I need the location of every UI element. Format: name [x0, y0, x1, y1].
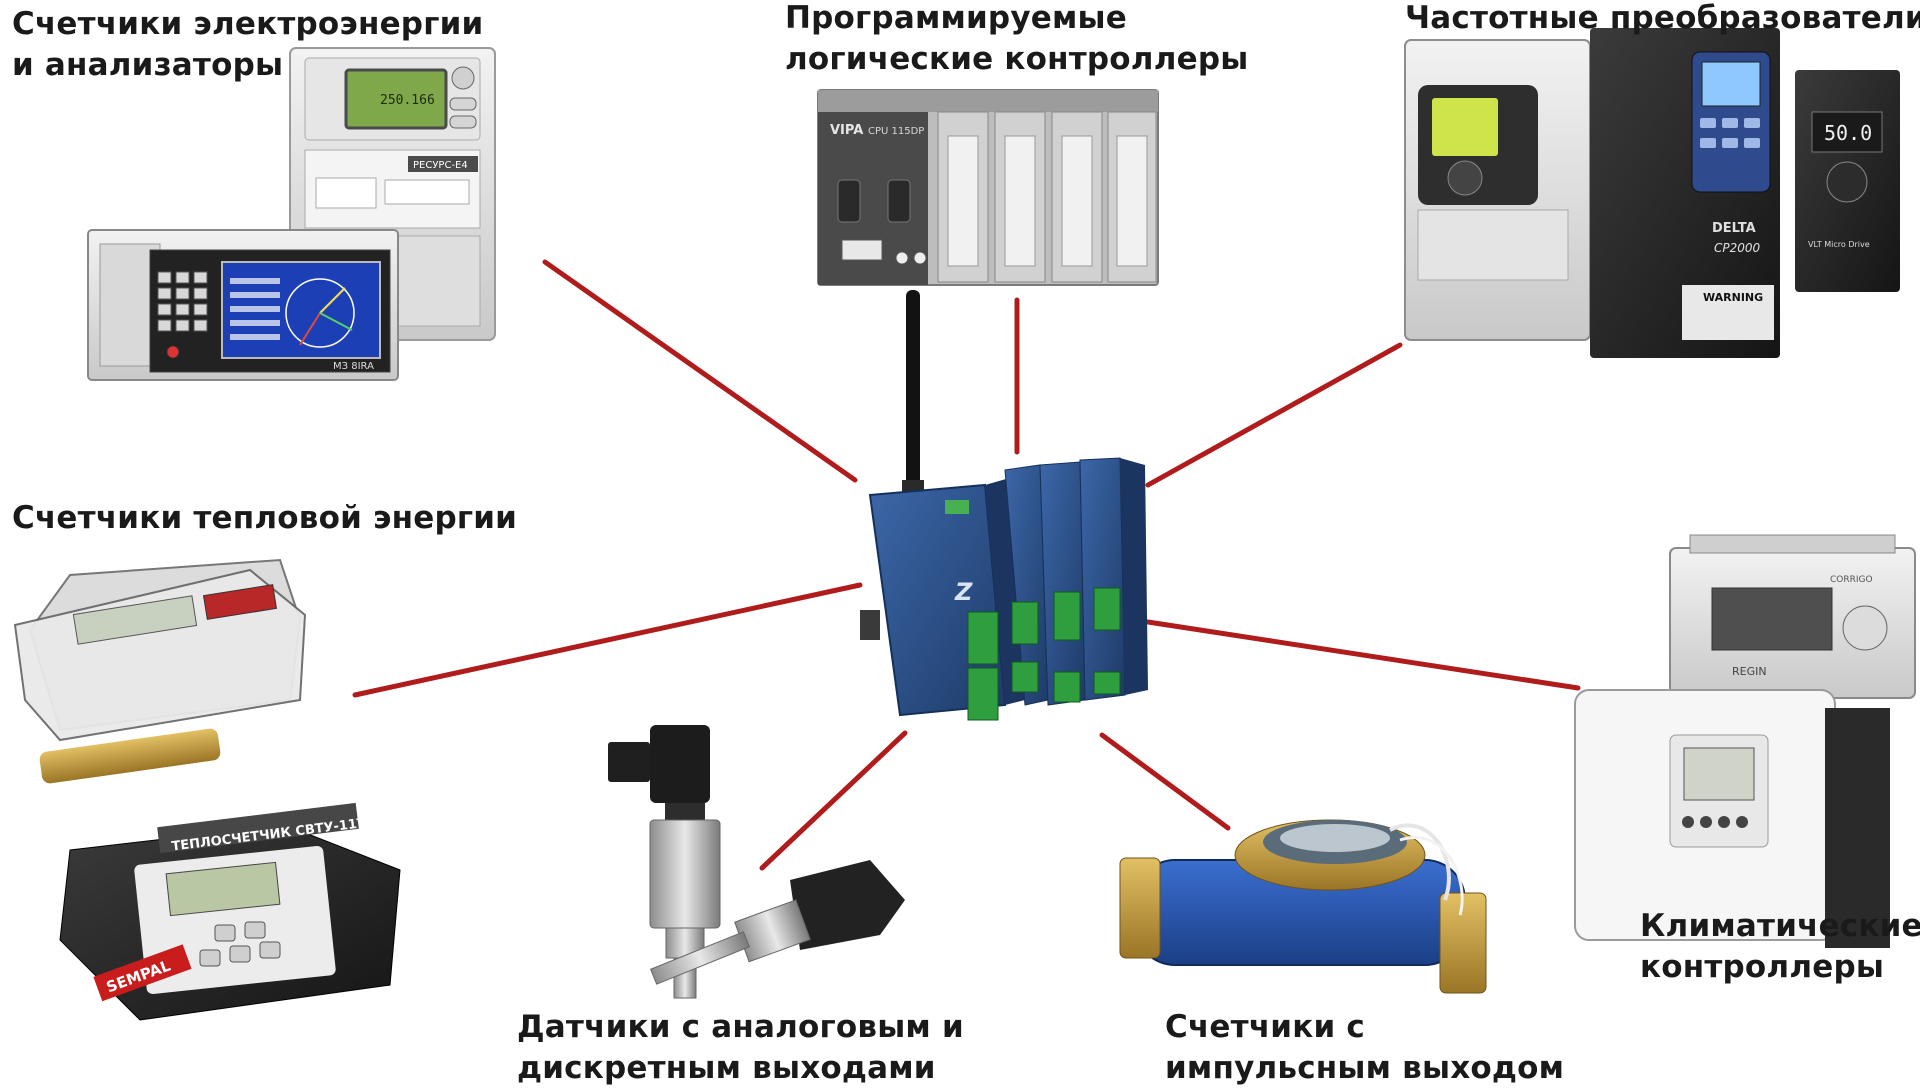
- label-line: дискретным выходами: [517, 1050, 936, 1086]
- connector-lines: [352, 259, 1581, 871]
- climate-controller-brand: REGIN: [1732, 665, 1767, 678]
- label-line: логические контроллеры: [785, 41, 1249, 77]
- plc-icon: VIPA CPU 115DP: [817, 89, 1159, 286]
- label-power-meters: Счетчики электроэнергии и анализаторы: [12, 4, 483, 86]
- climate-controller-model: CORRIGO: [1830, 575, 1873, 585]
- drive-warning: WARNING: [1703, 291, 1763, 304]
- label-climate: Климатические контроллеры: [1640, 906, 1920, 988]
- pressure-sensor-icon: [608, 725, 905, 999]
- climate-controller-icon: CORRIGO REGIN: [1574, 534, 1916, 948]
- power-meter-icon: 250.166 РЕСУРС-Е4 МЗ 8IRA: [87, 47, 496, 381]
- drive-brand: DELTA: [1712, 221, 1756, 236]
- label-line: Счетчики с: [1165, 1009, 1365, 1045]
- heat-meter-buttons: [199, 921, 281, 967]
- connector-power-meters: [542, 259, 858, 483]
- analyzer-model: МЗ 8IRA: [333, 361, 374, 372]
- connector-heat-meters: [352, 582, 863, 698]
- label-plc: Программируемые логические контроллеры: [785, 0, 1248, 80]
- power-meter-model: РЕСУРС-Е4: [413, 160, 468, 171]
- label-line: Климатические: [1640, 908, 1920, 944]
- connector-climate: [1145, 619, 1581, 691]
- drive-small-model: VLT Micro Drive: [1808, 240, 1870, 249]
- drive-display-value: 50.0: [1824, 121, 1872, 145]
- hub-brand-mark: Z: [954, 578, 973, 606]
- connector-pulse-meters: [1099, 732, 1231, 831]
- label-line: импульсным выходом: [1165, 1050, 1565, 1086]
- plc-terminal-rows: [947, 135, 1148, 267]
- drive-model: CP2000: [1714, 241, 1761, 255]
- plc-cpu-label: CPU 115DP: [868, 126, 924, 137]
- label-line: контроллеры: [1640, 949, 1885, 985]
- label-line: и анализаторы: [12, 47, 284, 83]
- plc-brand: VIPA: [830, 123, 863, 138]
- label-line: Частотные преобразователи: [1405, 0, 1920, 36]
- label-vfd: Частотные преобразователи: [1405, 0, 1920, 39]
- connector-sensors: [759, 730, 908, 871]
- label-heat-meters: Счетчики тепловой энергии: [12, 498, 517, 539]
- keypad: [157, 271, 208, 332]
- heat-meter-icon: ТЕПЛОСЧЕТЧИК СВТУ-11Т SEMPAL: [13, 558, 401, 1021]
- drive-keypad: [1700, 118, 1760, 148]
- label-line: Счетчики электроэнергии: [12, 6, 484, 42]
- hub-terminal-blocks: [967, 587, 1121, 721]
- label-sensors: Датчики с аналоговым и дискретным выхода…: [517, 1007, 964, 1089]
- label-line: Датчики с аналоговым и: [517, 1009, 964, 1045]
- label-line: Счетчики тепловой энергии: [12, 500, 518, 536]
- power-meter-lcd: 250.166: [380, 93, 435, 108]
- label-line: Программируемые: [785, 0, 1127, 36]
- connector-vfd: [1145, 342, 1403, 488]
- label-pulse-meters: Счетчики с импульсным выходом: [1165, 1007, 1564, 1089]
- io-module-gateway-icon: Z: [860, 290, 1148, 721]
- frequency-drive-icon: DELTA CP2000 WARNING 50.0 VLT Micro Driv…: [1404, 28, 1900, 358]
- water-meter-icon: [1119, 819, 1487, 994]
